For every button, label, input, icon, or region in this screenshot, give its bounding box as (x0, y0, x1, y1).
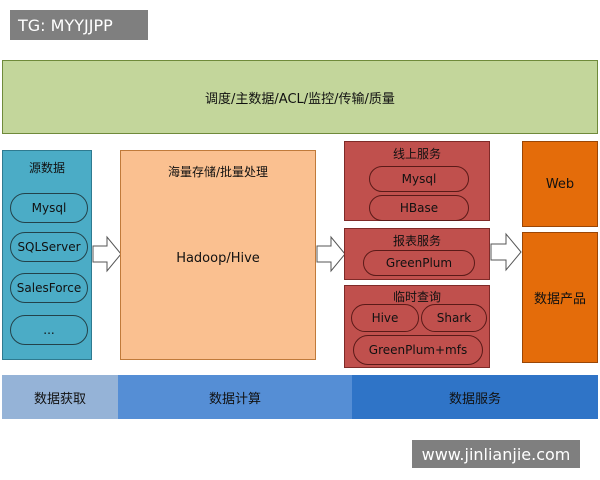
stage-service-label: 数据服务 (448, 391, 501, 407)
governance-label: 调度/主数据/ACL/监控/传输/质量 (205, 91, 395, 107)
adhoc-item-shark: Shark (421, 304, 487, 332)
watermark-top: TG: MYYJJPP (10, 10, 148, 40)
compute-title: 海量存储/批量处理 (167, 165, 269, 179)
online-service-block: 线上服务 Mysql HBase (344, 141, 490, 221)
governance-band: 调度/主数据/ACL/监控/传输/质量 (2, 60, 598, 134)
stage-data-acquisition: 数据获取 (2, 375, 118, 419)
adhoc-query-block: 临时查询 Hive Shark GreenPlum+mfs (344, 285, 490, 368)
web-product-block: Web (522, 141, 598, 227)
online-item-hbase: HBase (369, 195, 469, 221)
report-item-greenplum: GreenPlum (363, 250, 475, 276)
data-product-block: 数据产品 (522, 232, 598, 363)
stage-computation-label: 数据计算 (208, 391, 261, 407)
stage-data-service: 数据服务 (352, 375, 598, 419)
watermark-bottom: www.jinlianjie.com (412, 440, 580, 468)
stage-acquisition-label: 数据获取 (33, 391, 86, 407)
arrow-right-icon (316, 235, 346, 273)
adhoc-item-hive: Hive (351, 304, 419, 332)
report-service-block: 报表服务 GreenPlum (344, 228, 490, 280)
adhoc-item-greenplum-mfs: GreenPlum+mfs (353, 335, 483, 365)
arrow-right-icon (490, 232, 522, 272)
arrow-right-icon (92, 235, 122, 273)
source-item-more: ... (10, 315, 88, 345)
compute-block: 海量存储/批量处理 Hadoop/Hive (120, 150, 316, 360)
source-data-column: 源数据 Mysql SQLServer SalesForce ... (2, 150, 92, 360)
compute-engine-label: Hadoop/Hive (176, 251, 260, 266)
data-product-label: 数据产品 (533, 292, 586, 307)
web-label: Web (545, 176, 575, 192)
online-item-mysql: Mysql (369, 166, 469, 192)
source-item-sqlserver: SQLServer (10, 232, 88, 262)
source-item-mysql: Mysql (10, 193, 88, 223)
source-item-salesforce: SalesForce (10, 273, 88, 303)
stage-data-computation: 数据计算 (118, 375, 352, 419)
report-service-title: 报表服务 (392, 234, 441, 248)
online-service-title: 线上服务 (392, 147, 441, 161)
adhoc-query-title: 临时查询 (392, 290, 441, 304)
source-data-title: 源数据 (28, 161, 65, 175)
